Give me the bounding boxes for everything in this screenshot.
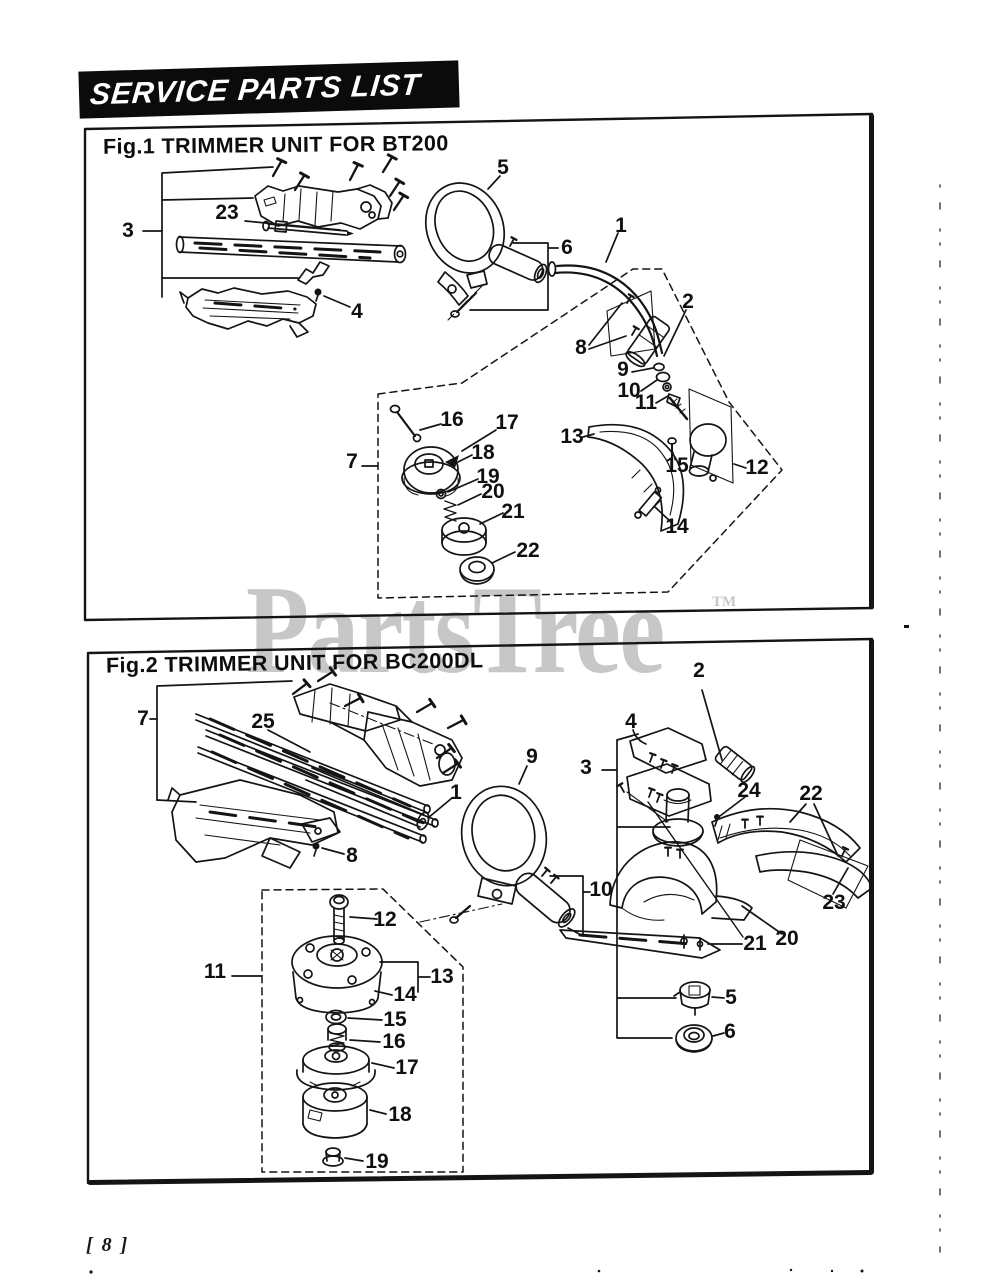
fig2-part-label-19: 19 [365,1150,389,1173]
fig1-part-label-17: 17 [495,411,519,434]
fig1-upper-housing [254,184,393,230]
fig2-part-label-4: 4 [625,710,637,733]
fig1-guard [582,423,685,532]
fig2-part-label-22: 22 [799,782,823,805]
fig2-clamp-plates [626,727,712,817]
fig2-part-label-1: 1 [450,781,462,804]
fig2-shaft-tube [305,702,453,831]
fig2-part-label-11: 11 [203,960,227,983]
fig1-part-label-23: 23 [215,201,239,224]
fig2-part-label-25: 25 [251,710,275,733]
fig1-loop-handle [424,175,506,321]
fig2-coupler [647,689,756,938]
banner-title: SERVICE PARTS LIST [88,67,422,111]
fig1-knife [634,486,673,524]
fig2-part-label-10: 10 [589,878,613,901]
fig2-blade-bar [559,929,743,959]
fig1-part-label-11: 11 [634,391,658,414]
fig1-part-label-7: 7 [346,450,358,473]
fig2-dashed-outline [261,888,464,1173]
fig1-part-label-5: 5 [497,156,509,179]
fig2-part-label-20: 20 [775,927,799,950]
fig2-part-label-13: 13 [430,965,454,988]
fig1-part-label-16: 16 [440,408,464,431]
fig2-part-label-18: 18 [388,1103,412,1126]
fig1-small-stack [631,362,689,421]
fig2-part-label-14: 14 [393,983,417,1006]
fig2-part-label-9: 9 [526,745,538,768]
fig1-part-label-4: 4 [351,300,363,323]
fig2-gearhead [616,782,746,860]
fig1-part-label-22: 22 [516,539,540,562]
fig2-part-label-6: 6 [724,1020,736,1043]
fig2-part-label-16: 16 [382,1030,406,1053]
fig1-part-label-14: 14 [665,515,689,538]
fig2-part-label-3: 3 [580,756,592,779]
fig2-lower-housing [167,779,339,869]
fig2-part-label-15: 15 [383,1008,407,1031]
fig1-part-label-3: 3 [122,219,134,242]
fig1-inner-rod [244,220,354,236]
fig1-artwork [142,152,783,599]
fig2-head-subassembly [291,894,431,1167]
fig2-part-label-24: 24 [737,779,761,802]
fig2-border [86,637,874,1185]
fig1-flex-shaft [547,232,664,358]
fig1-screws [269,152,410,212]
fig2-bracket-10 [549,875,591,937]
fig2-grip [515,866,576,928]
watermark-tm: TM [712,594,737,610]
fig2-clamp-8 [301,817,345,857]
fig2-part-label-5: 5 [725,986,737,1009]
fig2-title: Fig.2 TRIMMER UNIT FOR BC200DL [105,648,484,678]
fig1-part-label-15: 15 [665,454,689,477]
fig1-part-label-21: 21 [501,500,525,523]
fig2-washer-6 [675,1024,725,1053]
fig1-part-label-2: 2 [682,290,694,313]
fig1-coupler [625,309,687,368]
fig1-part-label-12: 12 [745,456,769,479]
fig2-hub-5 [673,981,725,1016]
fig1-bracket-6 [469,242,559,311]
fig2-guard-23 [755,839,873,909]
fig1-bracket-3 [142,166,299,298]
fig1-lower-housing [179,287,317,338]
fig2-rods [195,713,439,844]
fig1-part-label-20: 20 [481,480,505,503]
fig1-dashed-outline [377,268,783,599]
page-number: [ 8 ] [86,1234,130,1256]
fig1-border [83,112,874,622]
fig2-dome-cover [609,841,783,935]
fig1-title: Fig.1 TRIMMER UNIT FOR BT200 [102,131,449,159]
fig2-part-label-17: 17 [395,1056,419,1079]
fig1-gearhead [688,388,747,484]
fig1-part-label-6: 6 [561,236,573,259]
fig1-part-label-19: 19 [476,465,500,488]
fig2-part-label-7: 7 [137,707,149,730]
fig1-part-label-8: 8 [575,336,587,359]
fig2-artwork [149,663,873,1173]
fig2-part-label-2: 2 [693,659,705,682]
fig1-part-label-13: 13 [560,425,584,448]
fig2-part-label-12: 12 [373,908,397,931]
fig1-part-label-18: 18 [471,441,495,464]
watermark-text: PartsTree [246,561,665,700]
fig2-loop-handle [419,765,548,924]
fig1-drive-tube [175,235,407,264]
fig2-bracket-3 [601,733,677,1039]
fig1-part-label-10: 10 [617,379,641,402]
fig1-head-subassembly [389,404,516,585]
fig1-grip [488,236,548,284]
scan-noise [89,184,941,1274]
fig2-part-label-23: 23 [822,891,846,914]
fig1-part-label-1: 1 [615,214,627,237]
fig2-guard-22 [711,803,861,863]
fig2-part-label-21: 21 [743,932,767,955]
fig1-part-label-9: 9 [617,358,629,381]
fig2-part-label-8: 8 [346,844,358,867]
fig1-clamp-4 [297,261,351,308]
